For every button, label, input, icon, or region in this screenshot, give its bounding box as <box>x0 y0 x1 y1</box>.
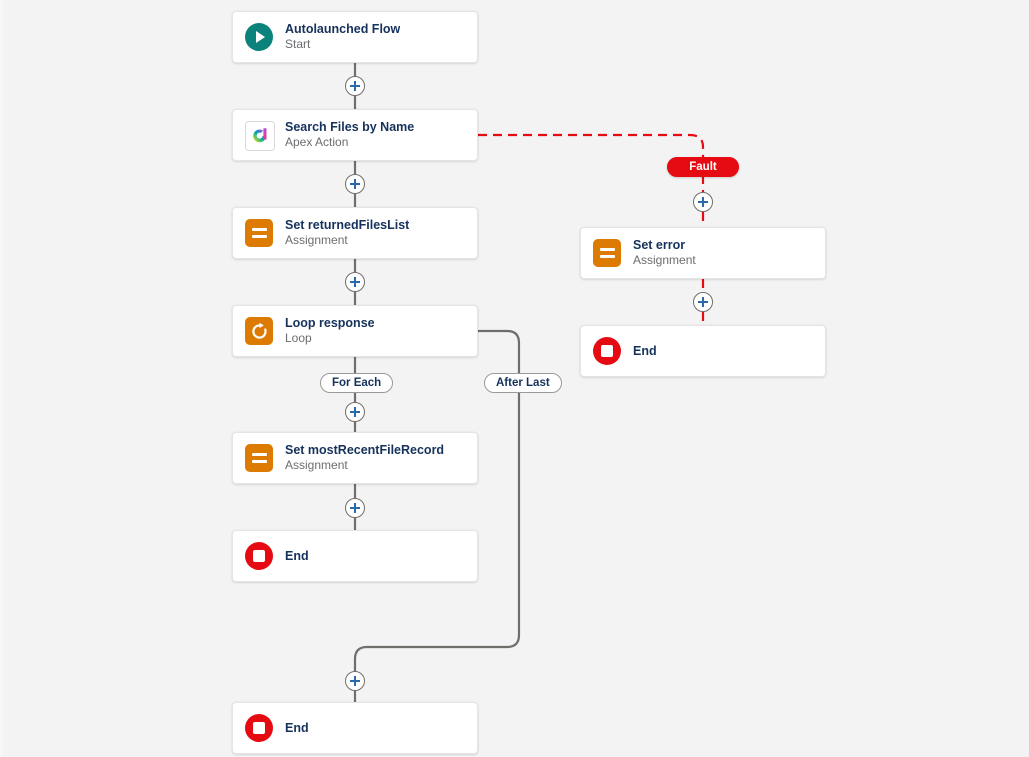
node-label: End <box>285 548 309 563</box>
flow-node-loop-response[interactable]: Loop response Loop <box>232 305 478 357</box>
add-element-button-after-assignment[interactable] <box>345 272 365 292</box>
branch-label-for-each[interactable]: For Each <box>320 373 394 393</box>
node-subtitle: Start <box>285 36 311 51</box>
end-icon <box>245 714 273 742</box>
canvas-left-edge <box>0 0 3 757</box>
node-subtitle: Apex Action <box>285 134 349 149</box>
node-label: Set returnedFilesList <box>285 218 410 233</box>
flow-node-start[interactable]: Autolaunched Flow Start <box>232 11 478 63</box>
flow-node-end-after-last[interactable]: End <box>232 702 478 754</box>
flow-node-set-error[interactable]: Set error Assignment <box>580 227 826 279</box>
add-element-button-inside-loop[interactable] <box>345 402 365 422</box>
node-subtitle: Assignment <box>285 232 348 247</box>
node-text: End <box>285 549 309 563</box>
flow-node-set-most-recent-file-record[interactable]: Set mostRecentFileRecord Assignment <box>232 432 478 484</box>
assignment-icon <box>593 239 621 267</box>
play-circle-icon <box>245 23 273 51</box>
assignment-icon <box>245 219 273 247</box>
node-label: Loop response <box>285 316 375 331</box>
node-text: End <box>285 721 309 735</box>
connector-fault-branch <box>478 133 705 157</box>
add-element-button-after-loop-merge[interactable] <box>345 671 365 691</box>
flow-node-set-returned-files-list[interactable]: Set returnedFilesList Assignment <box>232 207 478 259</box>
node-text: End <box>633 344 657 358</box>
node-label: Set error <box>633 238 686 253</box>
node-label: Autolaunched Flow <box>285 22 401 37</box>
node-text: Set error Assignment <box>633 238 696 267</box>
add-element-button-after-set-error[interactable] <box>693 292 713 312</box>
apex-action-icon <box>245 121 275 151</box>
node-label: Search Files by Name <box>285 120 415 135</box>
node-text: Set returnedFilesList Assignment <box>285 218 409 247</box>
node-text: Autolaunched Flow Start <box>285 22 400 51</box>
node-label: End <box>633 343 657 358</box>
end-icon <box>245 542 273 570</box>
assignment-icon <box>245 444 273 472</box>
add-element-button-after-fault[interactable] <box>693 192 713 212</box>
node-text: Search Files by Name Apex Action <box>285 120 414 149</box>
node-text: Loop response Loop <box>285 316 375 345</box>
add-element-button-after-apex-action[interactable] <box>345 174 365 194</box>
flow-node-end-fault-path[interactable]: End <box>580 325 826 377</box>
node-label: Set mostRecentFileRecord <box>285 443 445 458</box>
node-subtitle: Assignment <box>285 457 348 472</box>
node-label: End <box>285 720 309 735</box>
node-subtitle: Loop <box>285 330 312 345</box>
loop-icon <box>245 317 273 345</box>
add-element-button-after-most-recent[interactable] <box>345 498 365 518</box>
flow-node-apex-action[interactable]: Search Files by Name Apex Action <box>232 109 478 161</box>
node-text: Set mostRecentFileRecord Assignment <box>285 443 444 472</box>
branch-label-fault[interactable]: Fault <box>667 157 739 177</box>
add-element-button-after-start[interactable] <box>345 76 365 96</box>
end-icon <box>593 337 621 365</box>
flow-node-end-loop-path[interactable]: End <box>232 530 478 582</box>
branch-label-after-last[interactable]: After Last <box>484 373 562 393</box>
node-subtitle: Assignment <box>633 252 696 267</box>
